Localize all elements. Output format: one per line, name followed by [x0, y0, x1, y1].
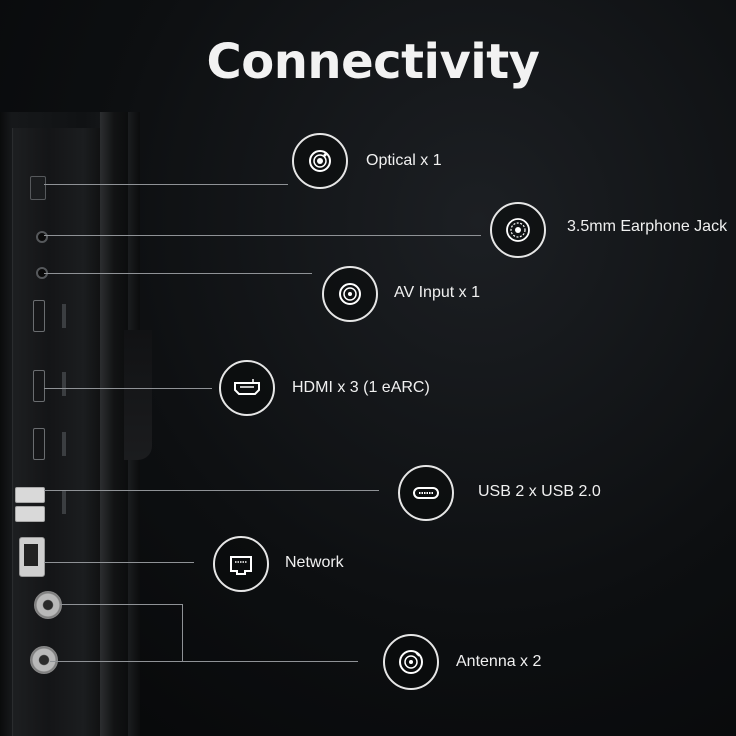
hdmi-port-3 — [33, 428, 45, 460]
av-input-label: AV Input x 1 — [394, 284, 480, 301]
connector-line-av — [44, 273, 312, 274]
usb-port-2 — [15, 506, 45, 522]
connector-line-usb — [44, 490, 379, 491]
connector-line-antenna-top — [60, 604, 182, 605]
optical-port — [30, 176, 46, 200]
port-marking — [62, 304, 66, 328]
connector-line-optical — [44, 184, 288, 185]
usb-label: USB 2 x USB 2.0 — [478, 483, 601, 500]
port-marking — [62, 432, 66, 456]
usb-port-1 — [15, 487, 45, 503]
connector-line-network — [44, 562, 194, 563]
connector-line-antenna-join — [182, 604, 183, 662]
earphone-jack-icon — [490, 202, 546, 258]
ethernet-port — [19, 537, 45, 577]
network-label: Network — [285, 554, 344, 571]
antenna-label: Antenna x 2 — [456, 653, 542, 670]
port-marking — [62, 372, 66, 396]
tv-stand-mount — [124, 330, 152, 460]
port-marking — [62, 490, 66, 514]
optical-port-icon — [292, 133, 348, 189]
page-title: Connectivity — [206, 34, 540, 90]
connector-line-earphone — [44, 235, 481, 236]
hdmi-port-2 — [33, 370, 45, 402]
earphone-jack-port — [36, 231, 48, 243]
av-input-icon — [322, 266, 378, 322]
connector-line-hdmi — [44, 388, 212, 389]
antenna-port-1 — [34, 591, 62, 619]
usb-port-icon — [398, 465, 454, 521]
ethernet-port-icon — [213, 536, 269, 592]
antenna-port-icon — [383, 634, 439, 690]
tv-edge — [100, 112, 128, 736]
optical-label: Optical x 1 — [366, 152, 442, 169]
earphone-label: 3.5mm Earphone Jack — [567, 218, 728, 235]
tv-port-strip — [12, 128, 102, 736]
antenna-port-2 — [30, 646, 58, 674]
connector-line-antenna — [50, 661, 358, 662]
hdmi-port-1 — [33, 300, 45, 332]
hdmi-port-icon — [219, 360, 275, 416]
hdmi-label: HDMI x 3 (1 eARC) — [292, 379, 430, 396]
